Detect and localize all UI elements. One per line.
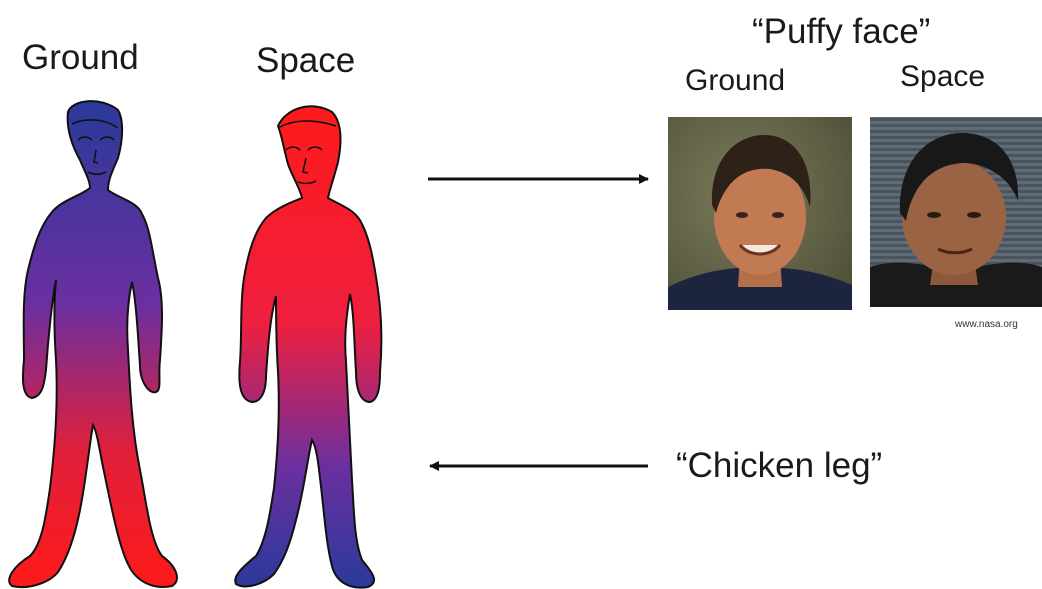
ground-figure bbox=[9, 101, 177, 587]
space-face-photo bbox=[870, 117, 1042, 307]
space-figure bbox=[235, 106, 381, 587]
ground-face-photo bbox=[668, 117, 852, 310]
